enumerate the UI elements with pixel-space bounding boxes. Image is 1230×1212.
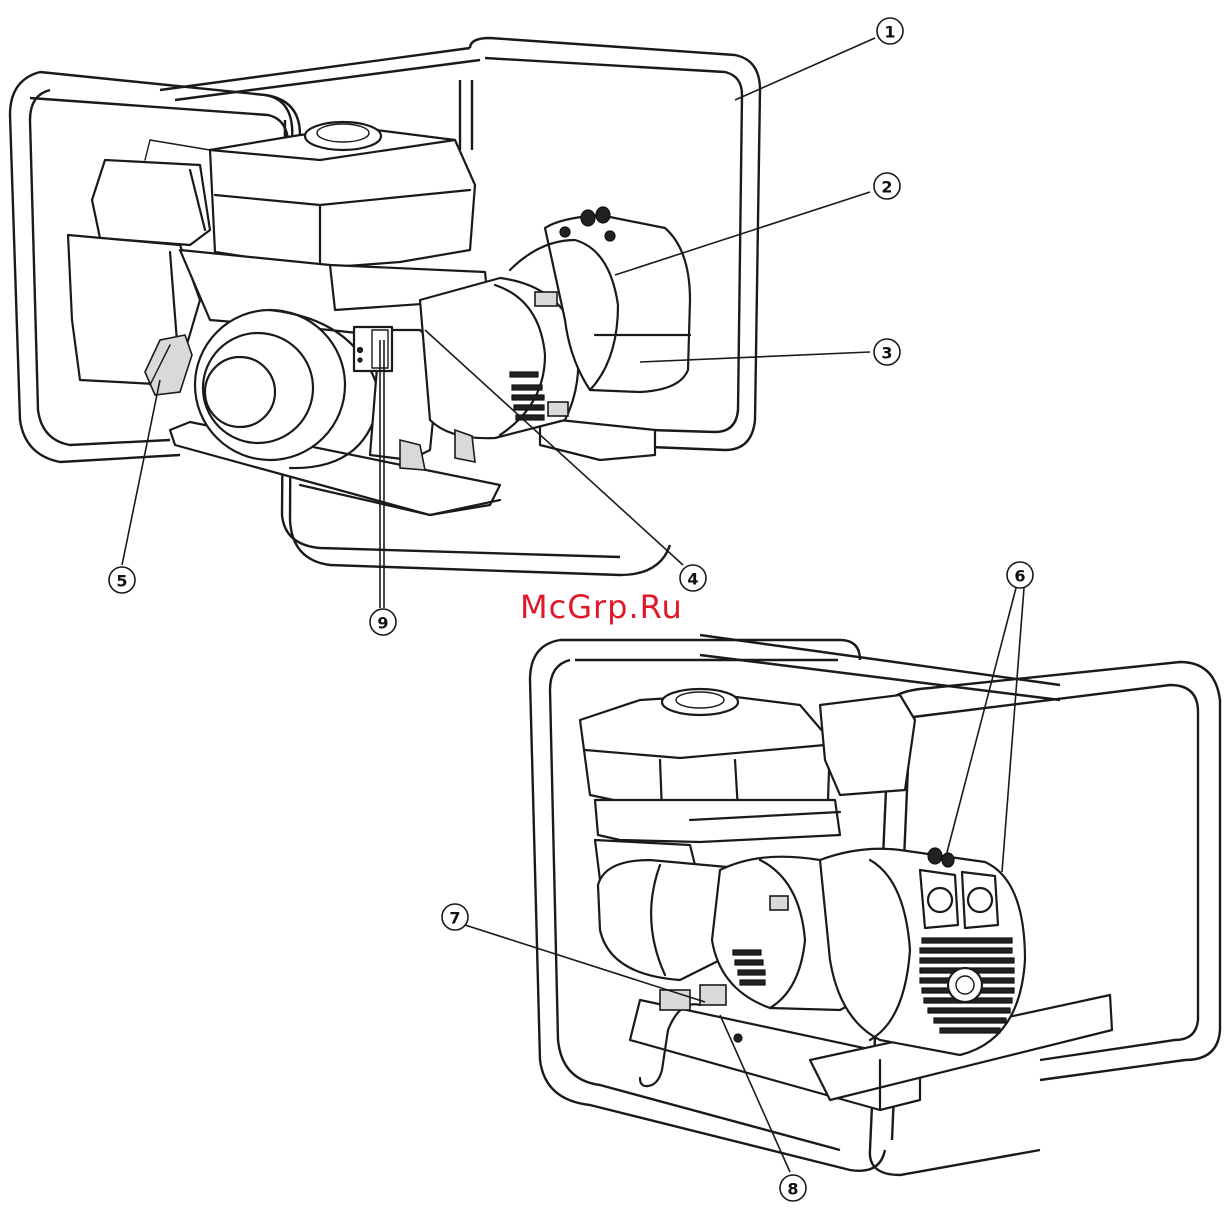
callout-6-text: 6 (1014, 567, 1025, 586)
callout-6: 6 (1007, 562, 1033, 588)
generator-top-view (10, 38, 760, 575)
callout-8-text: 8 (787, 1180, 798, 1199)
air-filter (92, 160, 210, 245)
watermark-text: McGrp.Ru (520, 588, 683, 626)
callout-9-text: 9 (377, 614, 388, 633)
generator-bottom-view (530, 635, 1220, 1175)
callout-8: 8 (780, 1175, 806, 1201)
callout-7-text: 7 (449, 909, 460, 928)
recoil-starter (195, 310, 345, 460)
callout-1-text: 1 (884, 23, 895, 42)
callout-4: 4 (680, 565, 706, 591)
callout-5: 5 (109, 567, 135, 593)
callout-2-text: 2 (881, 178, 892, 197)
callout-4-text: 4 (687, 570, 698, 589)
callout-3: 3 (874, 339, 900, 365)
leader-5 (122, 380, 160, 565)
engine-block-b (595, 800, 840, 842)
callout-3-text: 3 (881, 344, 892, 363)
callout-1: 1 (877, 18, 903, 44)
callout-7: 7 (442, 904, 468, 930)
callout-9: 9 (370, 609, 396, 635)
callout-2: 2 (874, 173, 900, 199)
callout-5-text: 5 (116, 572, 127, 591)
fuel-cap (305, 122, 381, 150)
